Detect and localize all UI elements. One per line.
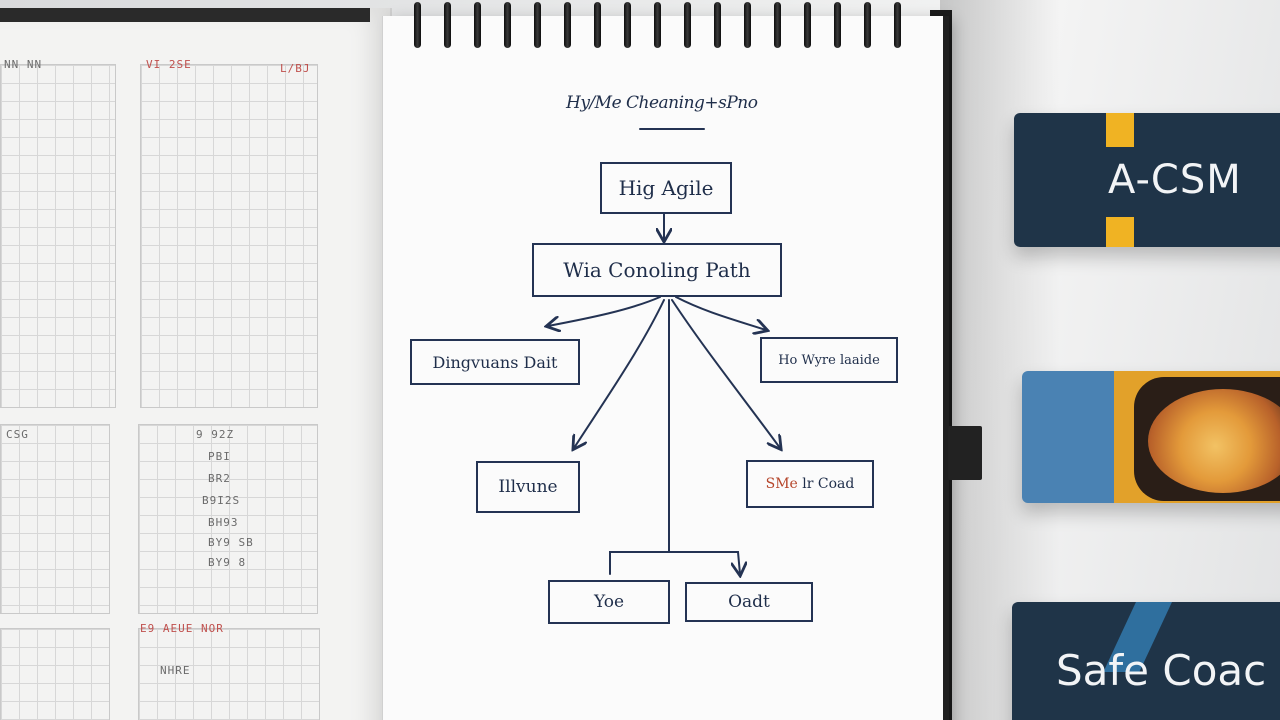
safe-coach-card: Safe Coac	[1012, 602, 1280, 720]
binding-ring	[564, 2, 571, 48]
binding-ring	[474, 2, 481, 48]
notepad-heading: Hy/Me Cheaning+sPno	[566, 93, 758, 113]
notebook-mark: CSG	[6, 428, 29, 441]
node-path: Wia Conoling Path	[532, 243, 782, 297]
notebook-mark: NHRE	[160, 664, 191, 677]
binding-ring	[834, 2, 841, 48]
notebook-mark: VI 2SE	[146, 58, 192, 71]
binding-ring	[654, 2, 661, 48]
image-card	[1022, 371, 1280, 503]
node-bottom-left-label: Yoe	[593, 592, 625, 612]
notebook-cover-edge	[0, 8, 370, 22]
binding-ring	[444, 2, 451, 48]
notebook-mark: E9 AEUE NOR	[140, 622, 224, 635]
node-left-child: Illvune	[476, 461, 580, 513]
notebook-mark: NN NN	[4, 58, 43, 71]
notebook-mark: BH93	[208, 516, 239, 529]
notepad-tab	[948, 426, 982, 480]
node-path-label: Wia Conoling Path	[563, 258, 751, 282]
notebook-mark: PBI	[208, 450, 231, 463]
node-right-child-label: lr Coad	[802, 476, 855, 492]
acsm-card-label: A-CSM	[1108, 157, 1242, 203]
node-bottom-left: Yoe	[548, 580, 670, 624]
node-left: Dingvuans Dait	[410, 339, 580, 385]
node-bottom-right-label: Oadt	[728, 592, 770, 612]
node-left-child-label: Illvune	[498, 477, 558, 497]
binding-ring	[804, 2, 811, 48]
binding-ring	[774, 2, 781, 48]
card-artwork	[1148, 389, 1280, 493]
binding-ring	[684, 2, 691, 48]
notebook-mark: B9I2S	[202, 494, 241, 507]
grid-block	[0, 64, 116, 408]
notebook-mark: 9 92Z	[196, 428, 235, 441]
binding-ring	[504, 2, 511, 48]
binding-ring	[894, 2, 901, 48]
grid-block	[140, 64, 318, 408]
node-right: Ho Wyre laaide	[760, 337, 898, 383]
acsm-card: A-CSM	[1014, 113, 1280, 247]
binding-ring	[624, 2, 631, 48]
left-notebook: NN NN VI 2SE L/BJ CSG 9 92Z PBI BR2 B9I2…	[0, 8, 392, 720]
node-bottom-right: Oadt	[685, 582, 813, 622]
safe-coach-card-label: Safe Coac	[1056, 646, 1267, 695]
node-top: Hig Agile	[600, 162, 732, 214]
spiral-binding	[408, 0, 928, 56]
binding-ring	[594, 2, 601, 48]
binding-ring	[534, 2, 541, 48]
grid-block	[138, 628, 320, 720]
binding-ring	[414, 2, 421, 48]
binding-ring	[744, 2, 751, 48]
binding-ring	[714, 2, 721, 48]
grid-block	[138, 424, 318, 614]
binding-ring	[864, 2, 871, 48]
notebook-mark: BY9 SB	[208, 536, 254, 549]
node-right-child: SMe lr Coad	[746, 460, 874, 508]
node-left-label: Dingvuans Dait	[432, 352, 558, 372]
notebook-mark: BY9 8	[208, 556, 247, 569]
node-top-label: Hig Agile	[618, 176, 714, 200]
node-right-label: Ho Wyre laaide	[778, 352, 880, 368]
stripe-gap	[1106, 147, 1134, 217]
grid-block	[0, 424, 110, 614]
notebook-mark: BR2	[208, 472, 231, 485]
node-right-child-accent: SMe	[765, 476, 798, 492]
notebook-mark: L/BJ	[280, 62, 311, 75]
grid-block	[0, 628, 110, 720]
